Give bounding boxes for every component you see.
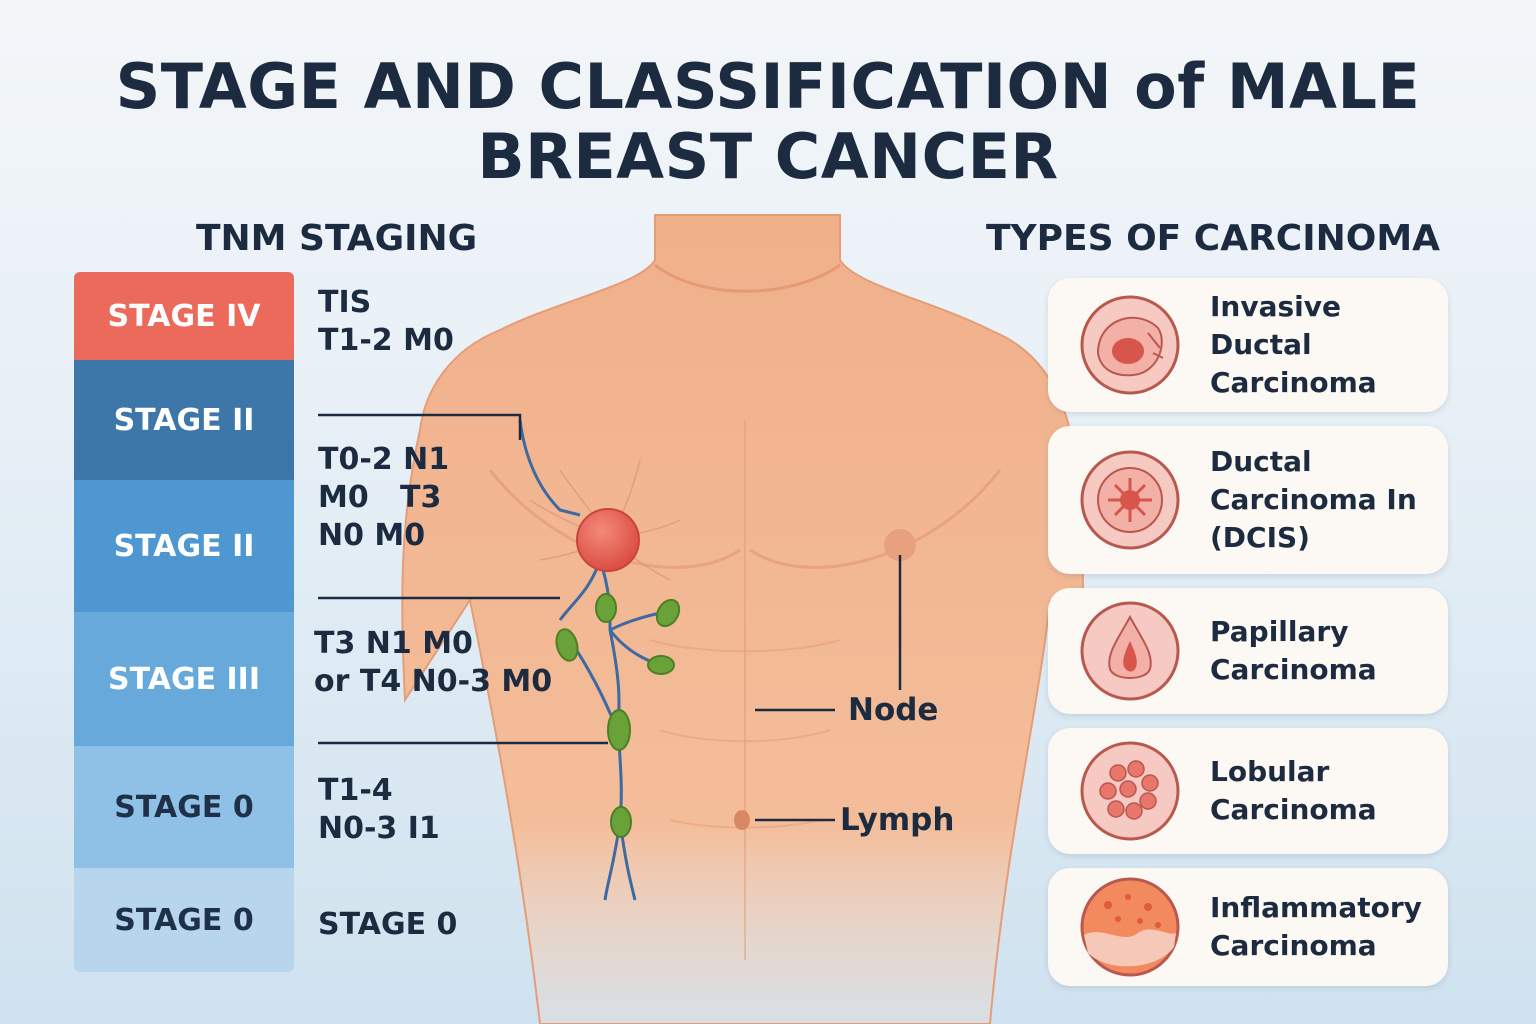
- stage-box: STAGE II: [74, 360, 294, 480]
- carcinoma-label: Papillary Carcinoma: [1210, 615, 1377, 686]
- papillary-icon: [1080, 601, 1180, 701]
- tnm-text: STAGE 0: [318, 907, 458, 942]
- carcinoma-card: Ductal Carcinoma In (DCIS): [1048, 426, 1448, 574]
- carcinoma-label: Inflammatory Carcinoma: [1210, 891, 1422, 962]
- lymph-node: [647, 655, 675, 675]
- torso-body: [401, 214, 1084, 1024]
- stage-box: STAGE 0: [74, 746, 294, 868]
- carcinoma-card: Papillary Carcinoma: [1048, 588, 1448, 714]
- node-callout: Node: [848, 692, 939, 728]
- lymph-node: [655, 598, 681, 628]
- invasive-ductal-icon: [1080, 295, 1180, 395]
- carcinoma-label: Lobular Carcinoma: [1210, 755, 1377, 826]
- tnm-text: TIS T1-2 M0: [318, 285, 454, 358]
- stage-column: STAGE IV STAGE II STAGE II STAGE III STA…: [74, 272, 294, 972]
- tnm-text: T3 N1 M0 or T4 N0-3 M0: [314, 626, 553, 699]
- navel: [734, 810, 750, 830]
- carcinoma-card: Lobular Carcinoma: [1048, 728, 1448, 854]
- lymph-node: [595, 593, 617, 623]
- inflammatory-icon: [1080, 877, 1180, 977]
- carcinoma-label: Invasive Ductal Carcinoma: [1210, 290, 1377, 399]
- types-heading: TYPES OF CARCINOMA: [986, 218, 1441, 259]
- nipple: [884, 529, 916, 561]
- dcis-icon: [1080, 450, 1180, 550]
- stage-label: STAGE IV: [107, 298, 261, 334]
- stage-label: STAGE 0: [114, 789, 254, 825]
- stage-box: STAGE III: [74, 612, 294, 746]
- tnm-heading: TNM STAGING: [196, 218, 478, 259]
- page-title: STAGE AND CLASSIFICATION of MALE BREAST …: [115, 50, 1421, 193]
- lymph-node: [607, 709, 631, 751]
- tnm-text: T1-4 N0-3 I1: [318, 773, 440, 846]
- stage-box: STAGE II: [74, 480, 294, 612]
- carcinoma-card: Inflammatory Carcinoma: [1048, 868, 1448, 986]
- lobular-icon: [1080, 741, 1180, 841]
- stage-box: STAGE 0: [74, 868, 294, 972]
- stage-label: STAGE II: [113, 528, 255, 564]
- stage-label: STAGE 0: [114, 902, 254, 938]
- lymph-node: [555, 628, 579, 662]
- tumor: [576, 508, 640, 572]
- stage-label: STAGE III: [107, 661, 260, 697]
- lymph-callout: Lymph: [840, 802, 955, 838]
- carcinoma-card: Invasive Ductal Carcinoma: [1048, 278, 1448, 412]
- stage-box: STAGE IV: [74, 272, 294, 360]
- tnm-text: T0-2 N1 M0 T3 N0 M0: [318, 442, 450, 553]
- lymph-node: [610, 806, 632, 838]
- carcinoma-label: Ductal Carcinoma In (DCIS): [1210, 445, 1417, 554]
- stage-label: STAGE II: [113, 402, 255, 438]
